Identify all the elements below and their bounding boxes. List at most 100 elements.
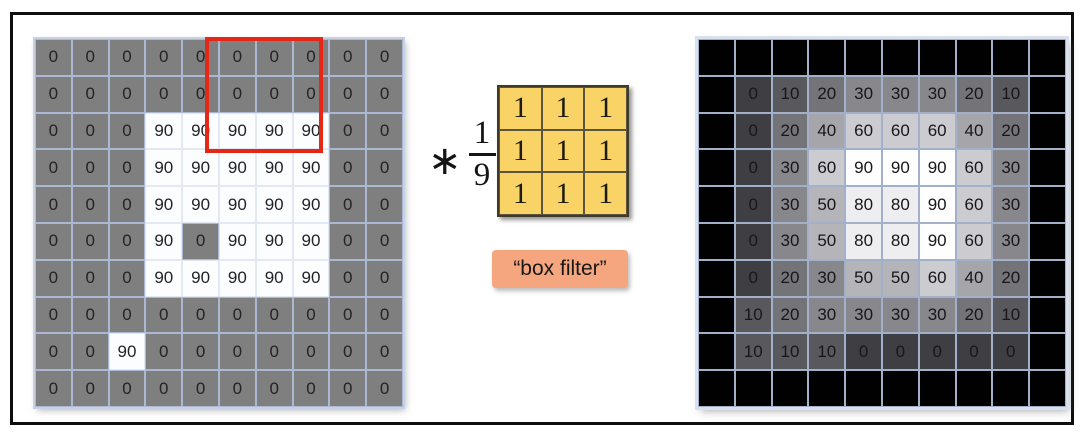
output-pixel-cell: 30 — [918, 296, 956, 334]
input-pixel-cell: 90 — [145, 186, 183, 223]
kernel-weight-cell: 1 — [499, 172, 542, 215]
output-pixel-cell — [1029, 259, 1066, 297]
output-pixel-cell: 40 — [808, 112, 846, 150]
output-pixel-cell: 30 — [845, 75, 882, 113]
input-pixel-cell: 0 — [182, 75, 219, 113]
output-pixel-cell: 20 — [992, 112, 1030, 150]
output-pixel-cell: 30 — [992, 222, 1030, 260]
output-pixel-cell — [918, 39, 956, 76]
output-pixel-cell: 10 — [992, 296, 1030, 334]
output-pixel-cell: 80 — [845, 186, 882, 223]
output-pixel-cell: 60 — [881, 112, 919, 150]
input-pixel-cell: 0 — [182, 222, 219, 260]
output-pixel-cell: 0 — [734, 259, 772, 297]
output-pixel-cell: 30 — [771, 222, 809, 260]
output-pixel-cell: 30 — [992, 186, 1030, 223]
output-pixel-cell: 20 — [955, 75, 993, 113]
input-pixel-cell: 0 — [329, 149, 367, 187]
input-pixel-cell: 90 — [292, 222, 330, 260]
output-pixel-cell — [1029, 222, 1066, 260]
fraction-bar — [468, 152, 496, 156]
output-pixel-cell — [698, 259, 735, 297]
output-pixel-cell: 50 — [845, 259, 882, 297]
input-pixel-cell: 0 — [108, 39, 146, 76]
input-pixel-cell: 90 — [255, 259, 293, 297]
kernel-weight-cell: 1 — [584, 129, 627, 173]
input-pixel-cell: 0 — [366, 370, 403, 407]
kernel-weight-cell: 1 — [499, 87, 542, 130]
input-pixel-cell: 0 — [255, 75, 293, 113]
output-pixel-cell: 30 — [771, 149, 809, 187]
output-pixel-cell: 60 — [955, 149, 993, 187]
output-pixel-cell: 30 — [808, 296, 846, 334]
output-pixel-cell: 10 — [771, 333, 809, 371]
output-pixel-cell — [771, 370, 809, 407]
input-pixel-cell: 0 — [108, 112, 146, 150]
input-pixel-cell: 90 — [255, 112, 293, 150]
input-pixel-cell: 90 — [182, 149, 219, 187]
input-pixel-cell: 0 — [329, 75, 367, 113]
input-pixel-cell: 0 — [71, 296, 109, 334]
input-pixel-cell: 0 — [292, 75, 330, 113]
input-pixel-cell: 0 — [366, 333, 403, 371]
input-pixel-cell: 0 — [329, 370, 367, 407]
output-pixel-cell: 30 — [918, 75, 956, 113]
convolution-operator: ∗ 1 9 — [428, 106, 496, 202]
input-pixel-cell: 0 — [35, 259, 72, 297]
box-filter-label: “box filter” — [492, 250, 628, 288]
output-pixel-cell: 30 — [808, 259, 846, 297]
output-pixel-cell: 10 — [771, 75, 809, 113]
input-pixel-cell: 0 — [35, 186, 72, 223]
output-pixel-cell — [881, 370, 919, 407]
input-pixel-cell: 90 — [145, 259, 183, 297]
output-pixel-cell — [698, 39, 735, 76]
output-pixel-cell: 30 — [881, 75, 919, 113]
input-pixel-cell: 90 — [292, 149, 330, 187]
output-pixel-cell — [734, 370, 772, 407]
input-pixel-cell: 0 — [218, 333, 256, 371]
output-pixel-cell: 80 — [881, 186, 919, 223]
output-pixel-cell: 0 — [845, 333, 882, 371]
output-pixel-cell — [698, 75, 735, 113]
input-pixel-cell: 90 — [145, 222, 183, 260]
input-pixel-cell: 0 — [108, 186, 146, 223]
output-pixel-cell: 20 — [992, 259, 1030, 297]
input-pixel-cell: 0 — [71, 333, 109, 371]
input-pixel-cell: 0 — [255, 296, 293, 334]
output-pixel-cell — [808, 39, 846, 76]
output-pixel-cell: 60 — [918, 259, 956, 297]
output-pixel-cell: 0 — [734, 149, 772, 187]
input-pixel-cell: 0 — [145, 333, 183, 371]
input-pixel-cell: 0 — [218, 39, 256, 76]
output-pixel-cell: 0 — [992, 333, 1030, 371]
output-pixel-cell: 80 — [881, 222, 919, 260]
input-pixel-cell: 90 — [218, 186, 256, 223]
kernel-weight-cell: 1 — [541, 172, 585, 215]
fraction-denominator: 9 — [473, 156, 491, 193]
input-pixel-cell: 0 — [366, 222, 403, 260]
kernel-weight-cell: 1 — [541, 129, 585, 173]
output-pixel-cell: 30 — [845, 296, 882, 334]
output-pixel-cell: 50 — [808, 222, 846, 260]
input-pixel-cell: 0 — [366, 39, 403, 76]
output-pixel-cell: 0 — [734, 112, 772, 150]
input-pixel-cell: 0 — [182, 296, 219, 334]
output-pixel-cell: 80 — [845, 222, 882, 260]
output-pixel-cell — [845, 370, 882, 407]
input-pixel-cell: 0 — [366, 296, 403, 334]
output-pixel-cell — [955, 39, 993, 76]
input-pixel-cell: 0 — [218, 296, 256, 334]
input-pixel-cell: 90 — [108, 333, 146, 371]
input-pixel-cell: 0 — [108, 259, 146, 297]
output-pixel-cell — [845, 39, 882, 76]
input-pixel-cell: 0 — [292, 333, 330, 371]
output-pixel-cell: 60 — [918, 112, 956, 150]
input-pixel-cell: 0 — [108, 370, 146, 407]
convolve-asterisk-icon: ∗ — [428, 138, 462, 183]
output-pixel-cell — [992, 39, 1030, 76]
input-pixel-cell: 0 — [366, 112, 403, 150]
fraction-numerator: 1 — [473, 114, 491, 151]
input-pixel-cell: 0 — [108, 296, 146, 334]
